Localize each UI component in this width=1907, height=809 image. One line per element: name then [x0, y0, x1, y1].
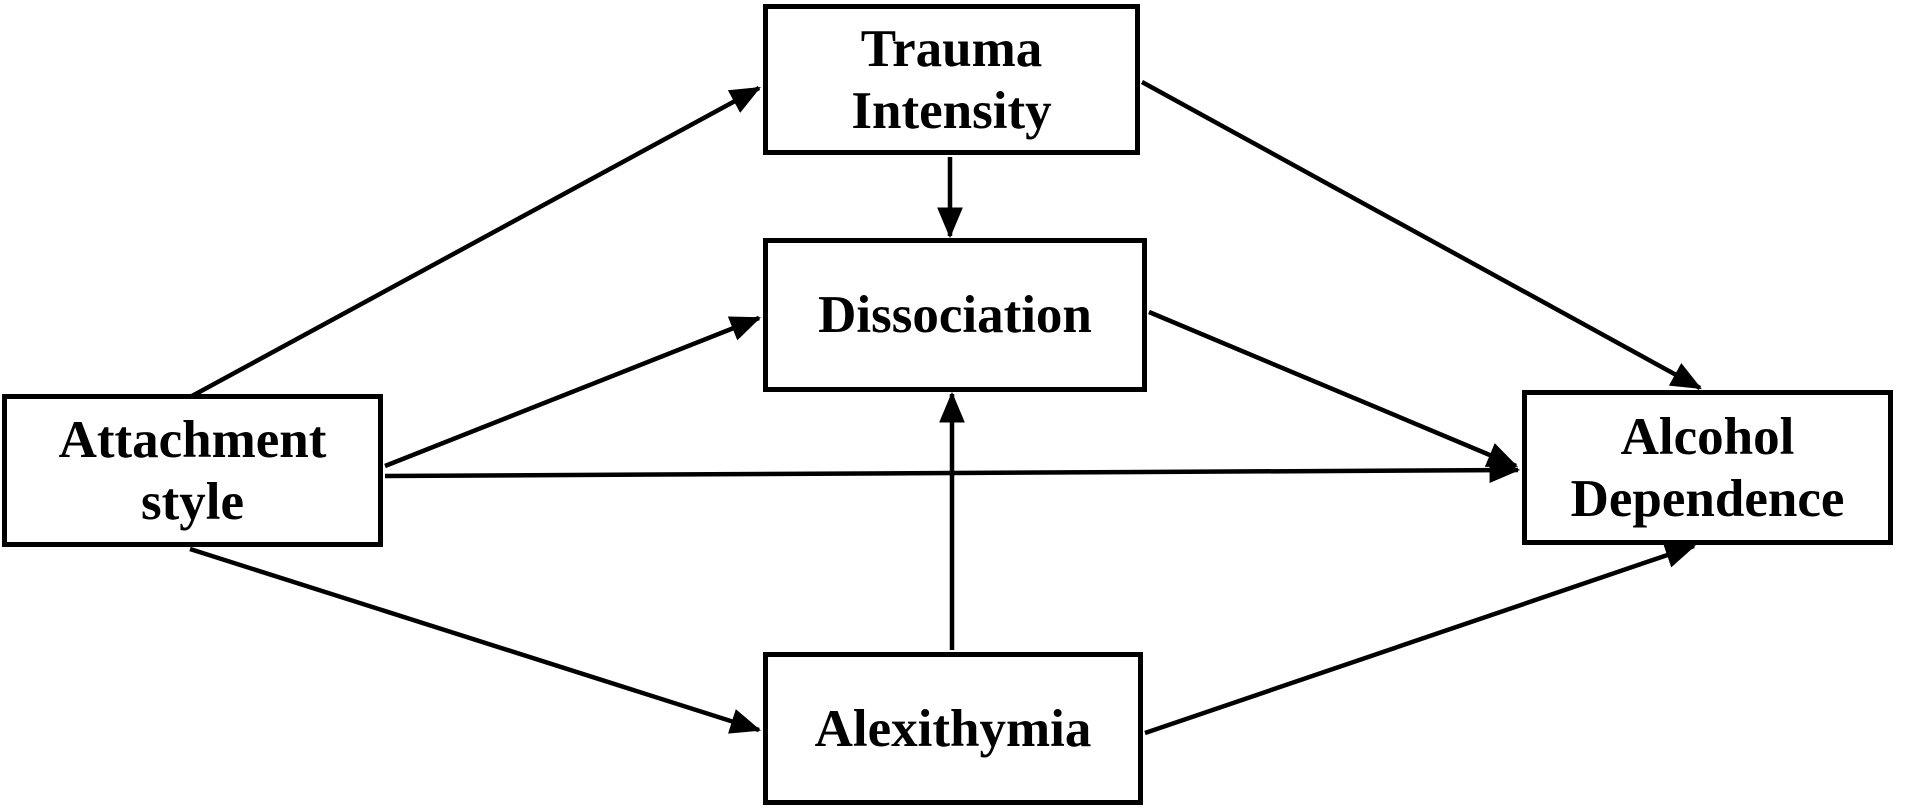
node-alexithymia-label-line1: Alexithymia: [814, 699, 1092, 758]
edge-attachment-to-dissociation: [384, 315, 761, 469]
node-dissociation-label-line1: Dissociation: [818, 286, 1092, 344]
node-attachment-style-label-line1: Attachment: [58, 410, 327, 469]
node-alexithymia: Alexithymia: [763, 652, 1143, 805]
node-alcohol-dependence-label-line1: Alcohol: [1620, 407, 1795, 466]
edge-attachment-to-trauma: [190, 86, 761, 398]
edge-dissociation-to-alcohol: [1148, 309, 1518, 469]
node-trauma-intensity-label-line2: Intensity: [851, 81, 1052, 140]
edge-trauma-to-alcohol: [1140, 80, 1702, 390]
node-dissociation: Dissociation: [763, 238, 1147, 392]
node-alcohol-dependence-label-line2: Dependence: [1570, 469, 1845, 528]
edge-alexithymia-to-alcohol: [1144, 543, 1697, 736]
node-trauma-intensity-label-line1: Trauma: [860, 19, 1043, 78]
node-trauma-intensity: Trauma Intensity: [763, 4, 1140, 155]
edge-attachment-to-alexithymia: [189, 546, 762, 734]
node-attachment-style-label-line2: style: [140, 472, 245, 531]
node-alcohol-dependence: Alcohol Dependence: [1522, 390, 1893, 545]
node-attachment-style: Attachment style: [2, 394, 383, 547]
